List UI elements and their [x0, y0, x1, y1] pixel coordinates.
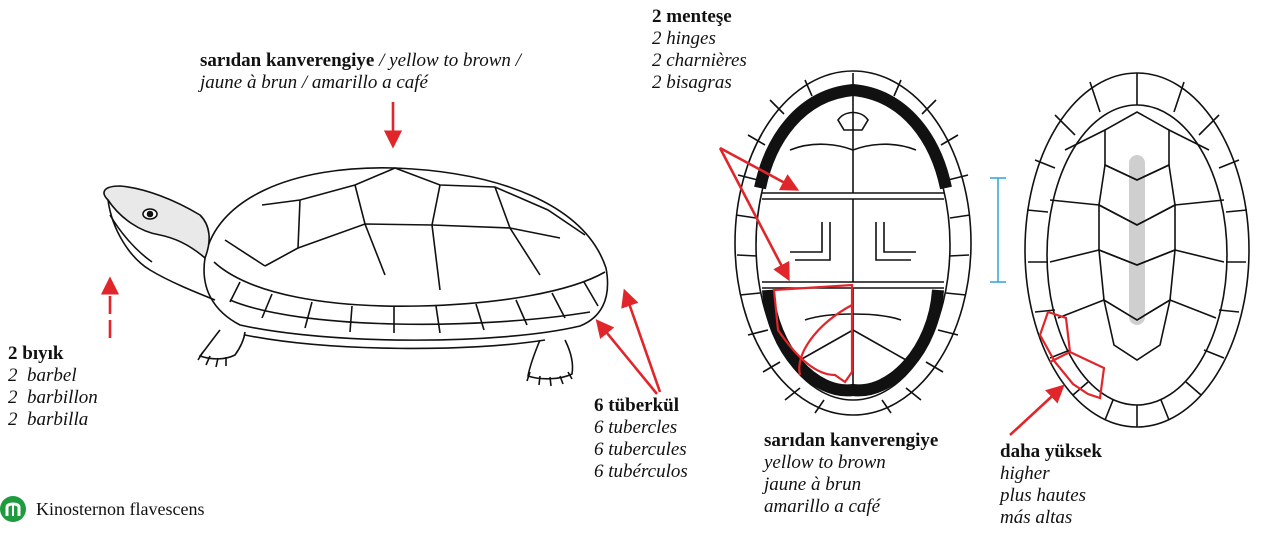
turtle-head [104, 186, 209, 258]
species-name: Kinosternon flavescens [36, 499, 204, 520]
label-plastron-color: sarıdan kanverengiye yellow to brown jau… [764, 430, 938, 518]
label-hinges-line: 2 bisagras [652, 72, 732, 93]
label-plastron-color-line: amarillo a café [764, 496, 880, 517]
turtle-side-view [104, 168, 608, 386]
species-footer: Kinosternon flavescens [0, 494, 204, 524]
arrow-higher [1010, 387, 1062, 435]
label-barbels: 2 bıyık 2 barbel 2 barbillon 2 barbilla [8, 343, 98, 431]
label-higher-line: plus hautes [1000, 485, 1086, 506]
label-higher-line: higher [1000, 463, 1050, 484]
label-barbels-line: 2 barbillon [8, 387, 98, 408]
label-higher: daha yüksek higher plus hautes más altas [1000, 441, 1102, 529]
label-hinges: 2 menteşe 2 hinges 2 charnières 2 bisagr… [652, 6, 747, 94]
label-barbels-bold: 2 bıyık [8, 343, 63, 364]
label-barbels-line: 2 barbilla [8, 409, 88, 430]
label-tubercles-line: 6 tubercules [594, 439, 687, 460]
label-shell-color: sarıdan kanverengiye / yellow to brown /… [200, 50, 521, 94]
label-tubercles-line: 6 tubercles [594, 417, 677, 438]
label-hinges-bold: 2 menteşe [652, 6, 732, 27]
label-higher-line: más altas [1000, 507, 1072, 528]
label-hinges-line: 2 charnières [652, 50, 747, 71]
label-hinges-line: 2 hinges [652, 28, 716, 49]
carapace-top-view [1025, 73, 1249, 427]
label-tubercles-line: 6 tubérculos [594, 461, 688, 482]
turtle-logo-icon [0, 494, 28, 524]
label-shell-color-line2: jaune à brun / amarillo a café [200, 72, 428, 93]
label-plastron-color-line: yellow to brown [764, 452, 886, 473]
label-shell-color-rest: / yellow to brown / [374, 50, 521, 71]
label-plastron-color-bold: sarıdan kanverengiye [764, 430, 938, 451]
label-barbels-line: 2 barbel [8, 365, 77, 386]
carapace-outline [204, 168, 608, 340]
label-plastron-color-line: jaune à brun [764, 474, 861, 495]
label-shell-color-bold: sarıdan kanverengiye [200, 50, 374, 71]
label-tubercles: 6 tüberkül 6 tubercles 6 tubercules 6 tu… [594, 395, 688, 483]
label-tubercles-bold: 6 tüberkül [594, 395, 679, 416]
label-higher-bold: daha yüksek [1000, 441, 1102, 462]
hinge-distance-bracket [990, 178, 1006, 282]
